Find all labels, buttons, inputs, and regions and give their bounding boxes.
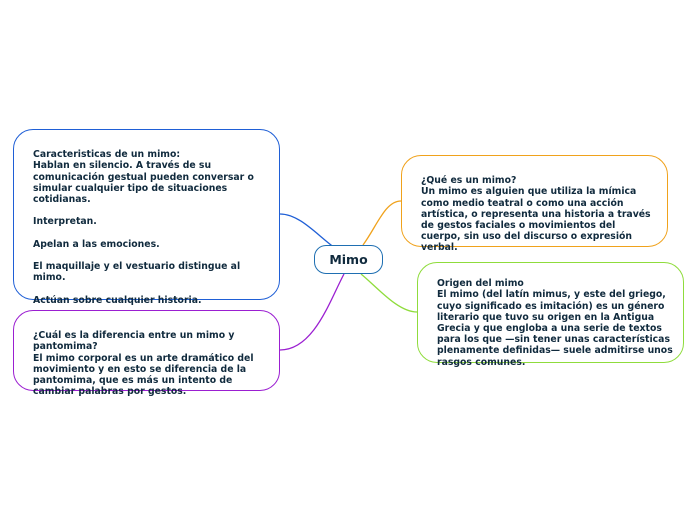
connector-origen [360,273,418,313]
connector-que-es [362,200,402,246]
topic-que-es-text: ¿Qué es un mimo? Un mimo es alguien que … [421,175,651,254]
topic-diferencia[interactable]: ¿Cuál es la diferencia entre un mimo y p… [13,310,280,397]
topic-caracteristicas[interactable]: Caracteristicas de un mimo: Hablan en si… [13,129,280,306]
topic-origen-text: Origen del mimo El mimo (del latín mimus… [437,278,673,368]
central-topic-label: Mimo [329,252,368,267]
topic-diferencia-text: ¿Cuál es la diferencia entre un mimo y p… [33,330,254,398]
connector-caracteristicas [279,213,336,249]
topic-origen[interactable]: Origen del mimo El mimo (del latín mimus… [417,262,684,368]
topic-que-es[interactable]: ¿Qué es un mimo? Un mimo es alguien que … [401,155,668,253]
connector-diferencia [279,273,345,351]
central-topic[interactable]: Mimo [314,245,383,274]
topic-caracteristicas-text: Caracteristicas de un mimo: Hablan en si… [33,149,254,306]
